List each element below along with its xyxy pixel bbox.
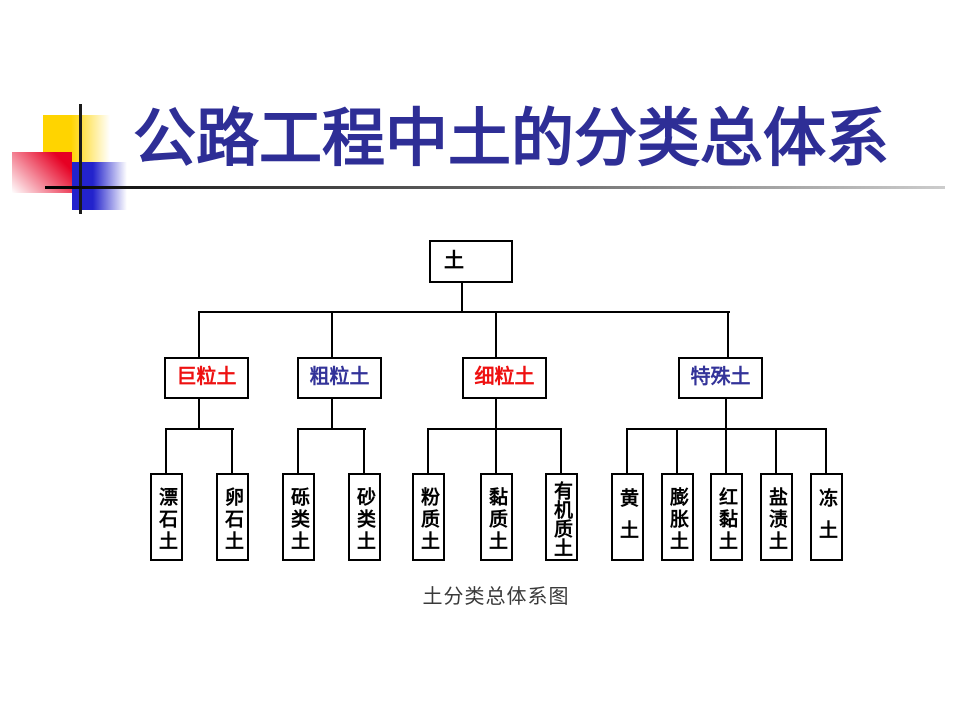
connector-branch-stem: [725, 399, 727, 428]
connector-sub: [297, 428, 366, 430]
connector-leaf-drop: [560, 428, 562, 473]
node-box-gravel-soil: 砾类土: [282, 473, 315, 561]
connector-root-drop: [461, 283, 463, 312]
decor-vertical-line: [79, 104, 82, 214]
connector-leaf-drop: [231, 428, 233, 473]
connector-branch-stem: [495, 399, 497, 428]
node-box-clayey-soil: 黏质土: [480, 473, 513, 561]
connector-branch-drop: [331, 311, 333, 357]
connector-branch-stem: [198, 399, 200, 428]
connector-branch-drop: [495, 311, 497, 357]
node-box-sand-soil: 砂类土: [348, 473, 381, 561]
connector-sub: [165, 428, 234, 430]
node-box-saline-soil: 盐渍土: [760, 473, 793, 561]
connector-branch-stem: [331, 399, 333, 428]
node-box-soil: 土: [429, 240, 513, 283]
node-box-loess: 黄土: [611, 473, 644, 561]
connector-main: [198, 311, 730, 313]
connector-leaf-drop: [297, 428, 299, 473]
node-box-cobble-soil: 卵石土: [216, 473, 249, 561]
connector-leaf-drop: [825, 428, 827, 473]
node-box-special-soil: 特殊土: [678, 357, 763, 399]
connector-branch-drop: [198, 311, 200, 357]
connector-sub: [427, 428, 562, 430]
node-box-coarse-grain-soil: 粗粒土: [297, 357, 382, 399]
connector-leaf-drop: [495, 428, 497, 473]
connector-leaf-drop: [165, 428, 167, 473]
node-box-red-clay: 红黏土: [710, 473, 743, 561]
slide-title: 公路工程中土的分类总体系: [133, 104, 889, 174]
diagram-caption: 土分类总体系图: [422, 586, 570, 608]
node-box-organic-soil: 有机质土: [545, 473, 578, 561]
node-box-boulder-soil: 漂石土: [150, 473, 183, 561]
node-box-fine-grain-soil: 细粒土: [462, 357, 547, 399]
node-box-silty-soil: 粉质土: [412, 473, 445, 561]
node-box-frozen-soil: 冻土: [810, 473, 843, 561]
node-box-giant-grain-soil: 巨粒土: [164, 357, 249, 399]
connector-leaf-drop: [427, 428, 429, 473]
connector-leaf-drop: [676, 428, 678, 473]
connector-leaf-drop: [775, 428, 777, 473]
node-box-expansive-soil: 膨胀土: [661, 473, 694, 561]
connector-branch-drop: [727, 311, 729, 357]
title-underline: [45, 186, 945, 189]
connector-leaf-drop: [725, 428, 727, 473]
connector-leaf-drop: [626, 428, 628, 473]
connector-leaf-drop: [363, 428, 365, 473]
